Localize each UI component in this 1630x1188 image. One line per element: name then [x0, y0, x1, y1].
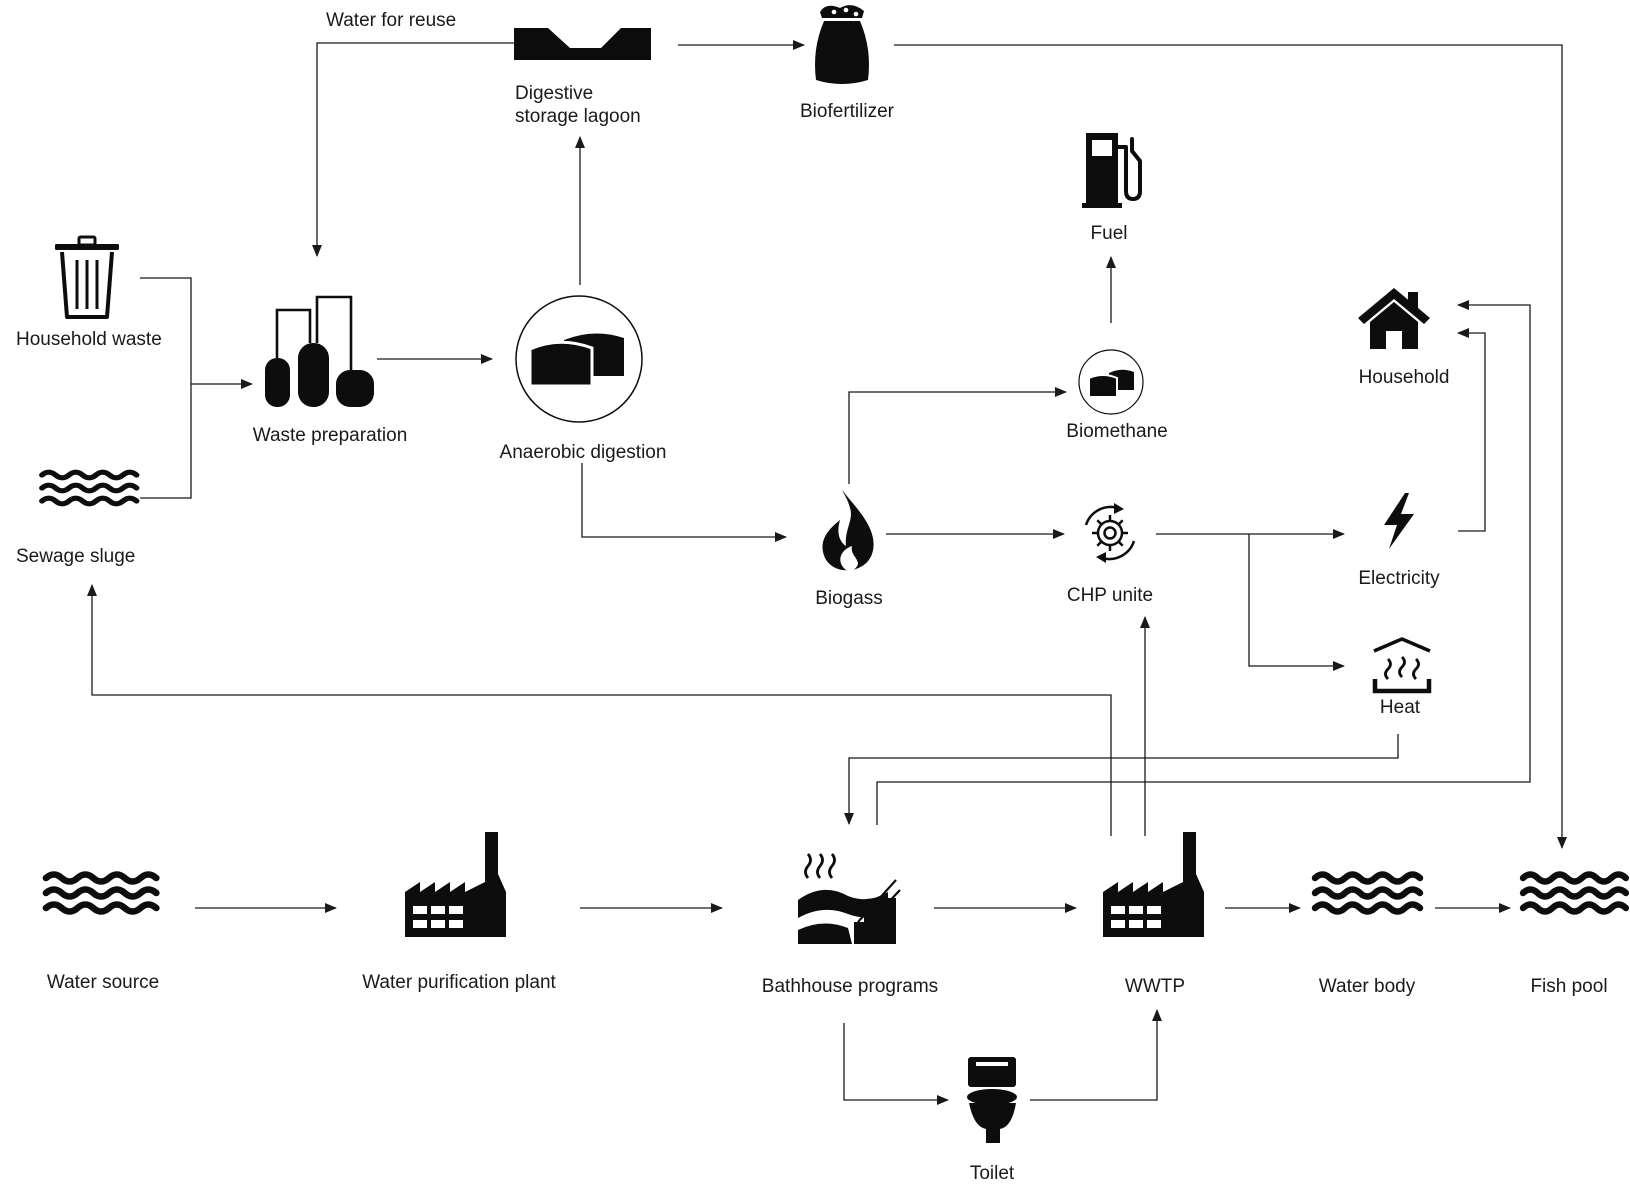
heat-icon	[1372, 637, 1432, 694]
waves-icon	[1523, 875, 1626, 912]
arrow-bathhouse-to-household	[876, 300, 1531, 825]
node-label-lagoon-line1: Digestive	[515, 83, 594, 104]
toilet-icon	[967, 1057, 1017, 1143]
node-label-household-waste: Household waste	[16, 329, 162, 350]
biomethane-icon	[1078, 349, 1144, 415]
node-label-fuel: Fuel	[1090, 223, 1128, 244]
arrow-electricity-to-household	[1457, 328, 1486, 532]
node-label-bathhouse-programs: Bathhouse programs	[761, 976, 939, 997]
node-label-water-source: Water source	[46, 972, 160, 993]
waves-icon	[42, 472, 137, 504]
node-label-fish-pool: Fish pool	[1530, 976, 1608, 997]
arrow-water-for-reuse	[312, 42, 514, 257]
arrow-digestion-to-biogas	[581, 463, 787, 542]
arrow-bathhouse-to-toilet	[843, 1023, 949, 1105]
node-label-waste-preparation: Waste preparation	[252, 425, 408, 446]
node-label-water-body: Water body	[1318, 976, 1416, 997]
house-icon	[1358, 288, 1430, 349]
node-label-lagoon-line2: storage lagoon	[515, 106, 641, 127]
node-label-biogas: Biogass	[815, 588, 883, 609]
fertilizer-sack-icon	[815, 5, 869, 84]
node-label-electricity: Electricity	[1358, 568, 1440, 589]
arrow-biogas-to-biomethane	[848, 387, 1067, 484]
arrow-chp-to-heat	[1248, 534, 1345, 671]
trash-can-icon	[55, 235, 119, 319]
waves-icon	[1315, 875, 1420, 912]
arrow-toilet-to-wwtp	[1030, 1009, 1162, 1101]
node-label-biofertilizer: Biofertilizer	[800, 101, 894, 122]
fuel-pump-icon	[1082, 133, 1142, 208]
lagoon-icon	[514, 28, 651, 60]
connector-sewage-sludge	[140, 384, 192, 499]
node-label-sewage-sludge: Sewage sluge	[16, 546, 136, 567]
arrow-biofertilizer-to-fish-pool	[894, 44, 1567, 849]
factory-icon	[1103, 832, 1204, 937]
lightning-icon	[1384, 493, 1414, 549]
node-label-heat: Heat	[1379, 697, 1421, 718]
edge-label-water-for-reuse: Water for reuse	[326, 10, 457, 31]
arrow-heat-to-bathhouse	[844, 734, 1399, 825]
node-label-household: Household	[1358, 367, 1450, 388]
connectors	[87, 40, 1567, 1105]
bathhouse-icon	[798, 853, 901, 944]
node-label-biomethane: Biomethane	[1066, 421, 1168, 442]
gear-cycle-icon	[1084, 503, 1136, 563]
flame-icon	[822, 490, 874, 571]
arrow-wwtp-to-sewage-sludge	[87, 584, 1112, 836]
waves-icon	[46, 875, 156, 912]
node-label-anaerobic-digestion: Anaerobic digestion	[499, 442, 667, 463]
tanks-icon	[265, 295, 374, 407]
factory-icon	[405, 832, 506, 937]
node-label-chp-unit: CHP unite	[1066, 585, 1154, 606]
node-label-toilet: Toilet	[969, 1163, 1015, 1184]
connector-household-waste	[140, 277, 192, 384]
node-label-wwtp: WWTP	[1124, 976, 1186, 997]
node-label-water-purification-plant: Water purification plant	[362, 972, 556, 993]
digester-icon	[515, 295, 643, 423]
